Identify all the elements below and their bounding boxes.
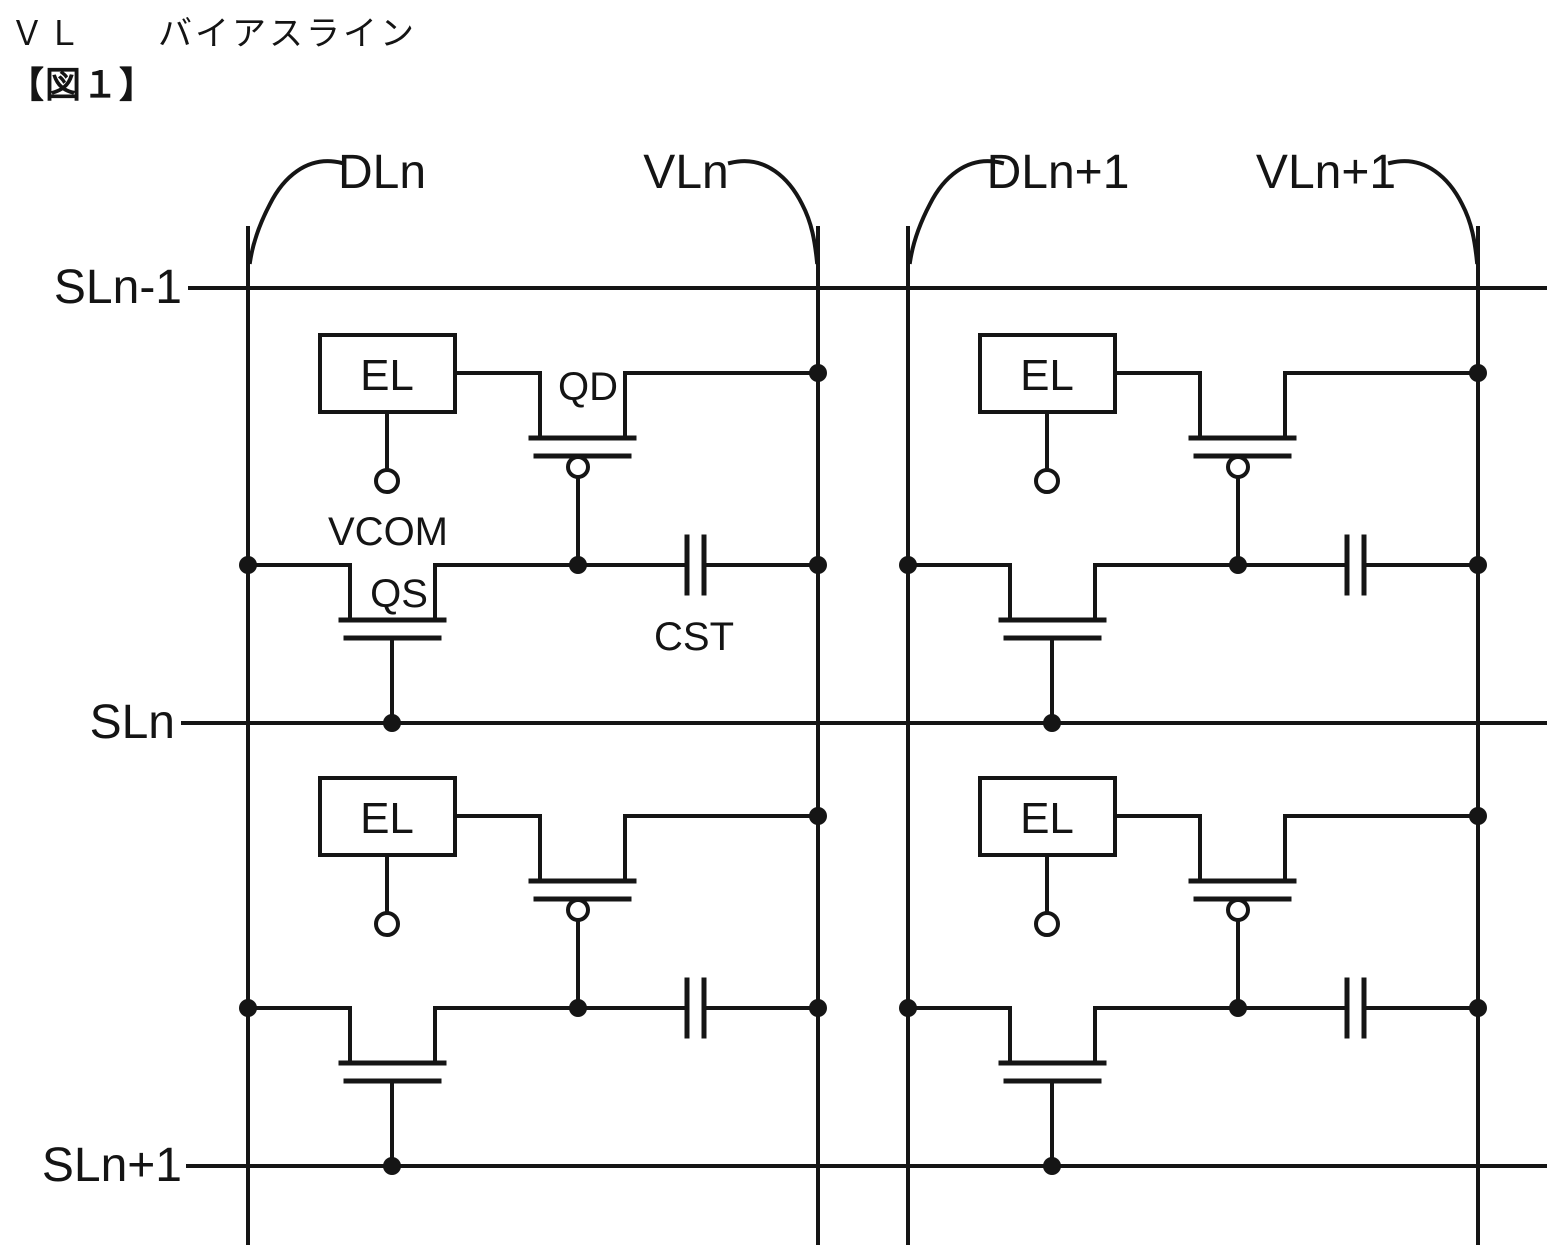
vln-leader-curve [727,159,820,265]
label-el-bottom-right: EL [1020,794,1074,843]
label-vcom: VCOM [328,510,448,554]
label-dln: DLn [338,146,426,199]
figure-caption: 【図１】 [8,64,157,105]
pixel-cell-bottom-left [239,778,827,1175]
label-cst: CST [654,615,734,659]
vln1-leader-curve [1387,159,1480,265]
label-qd: QD [558,365,618,409]
label-sln-1: SLn-1 [54,261,182,314]
label-sln1: SLn+1 [42,1139,182,1192]
vl-bias-line-note: ＶＬ バイアスライン [10,15,417,53]
dln1-leader-curve [907,159,1005,265]
label-el-bottom-left: EL [360,794,414,843]
pixel-cell-top-right [899,335,1487,732]
dln-leader-curve [247,159,345,265]
label-dln1: DLn+1 [987,146,1130,199]
label-vln1: VLn+1 [1256,146,1396,199]
label-el-top-right: EL [1020,351,1074,400]
label-el-top-left: EL [360,351,414,400]
label-sln: SLn [90,696,175,749]
label-vln: VLn [643,146,728,199]
label-qs: QS [370,572,428,616]
pixel-cell-bottom-right [899,778,1487,1175]
